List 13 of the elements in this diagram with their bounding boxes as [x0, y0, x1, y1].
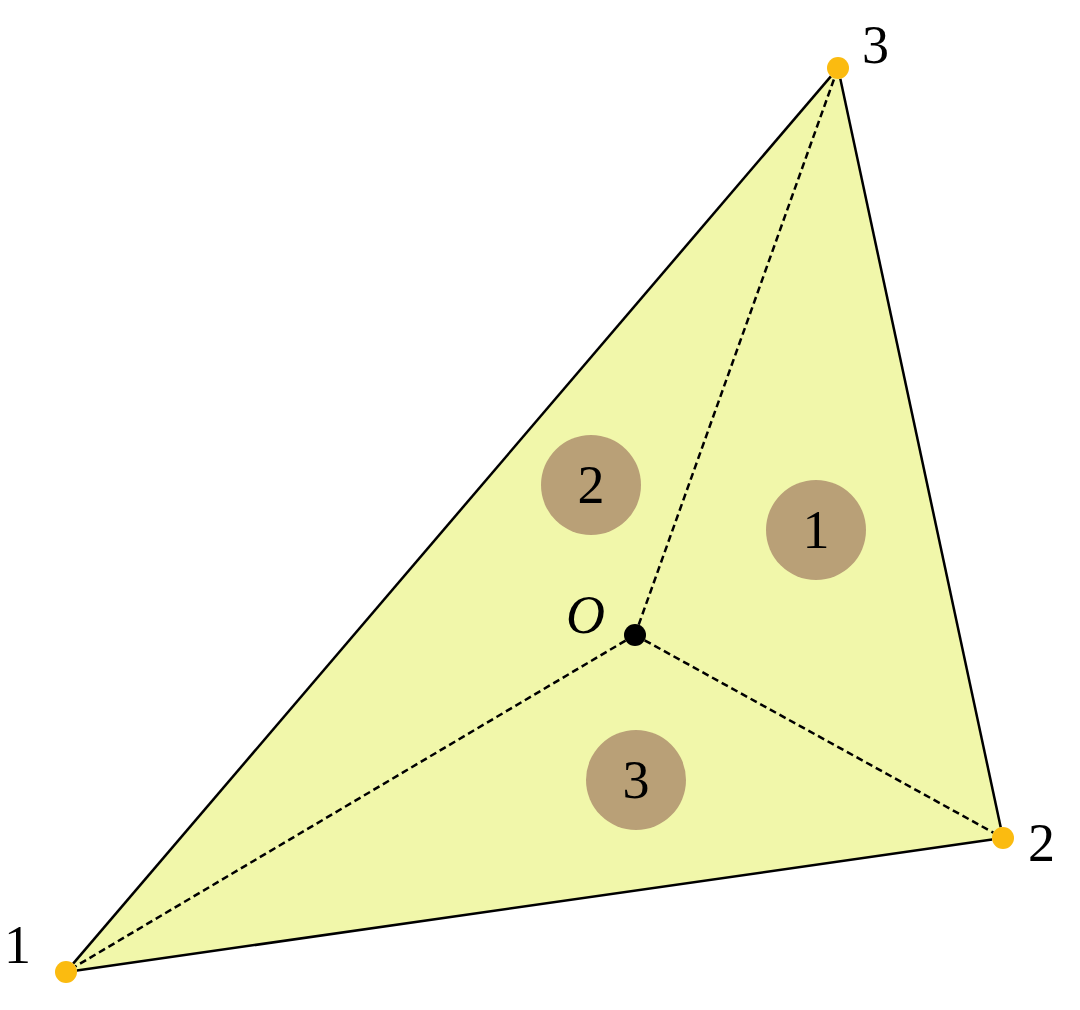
vertex-dot	[992, 827, 1014, 849]
vertex-label: 3	[862, 18, 889, 72]
vertex-label: 1	[4, 918, 31, 972]
dashed-line	[644, 639, 994, 834]
dashed-line	[74, 639, 627, 968]
triangle-side	[76, 838, 993, 972]
vertex-dot	[55, 961, 77, 983]
vertex-dot	[827, 57, 849, 79]
triangle-side	[839, 78, 1002, 828]
dashed-line	[637, 77, 836, 626]
point-label: O	[566, 588, 605, 642]
vertex-label: 2	[1028, 816, 1055, 870]
triangle-side	[72, 75, 832, 965]
